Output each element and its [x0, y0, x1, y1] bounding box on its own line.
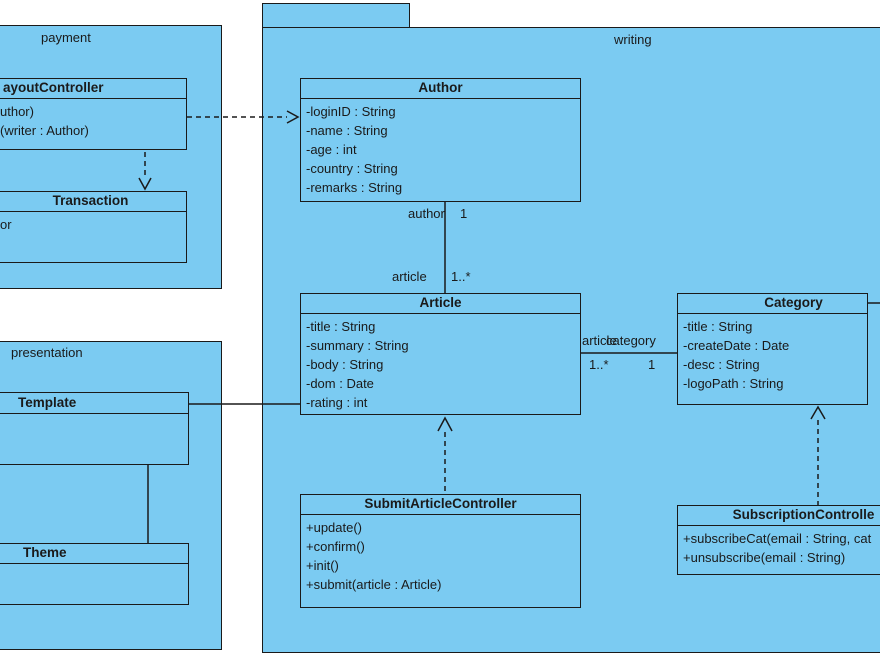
role-label-article-horizontal: article: [582, 333, 617, 348]
class-members: +subscribeCat(email : String, cat +unsubs…: [678, 526, 880, 567]
multiplicity-label-category-horizontal: 1: [648, 357, 656, 372]
class-member: -logoPath : String: [683, 376, 784, 391]
class-member: -summary : String: [306, 338, 409, 353]
dependency-payout-to-author-arrowhead-icon: [286, 110, 300, 124]
class-member: -desc : String: [683, 357, 760, 372]
package-presentation-label: presentation: [11, 345, 83, 360]
class-title: ayoutController: [0, 79, 186, 99]
class-member: -body : String: [306, 357, 384, 372]
class-member: uthor): [0, 104, 34, 119]
class-members: -title : String -summary : String -body : …: [301, 314, 580, 412]
class-article[interactable]: Article -title : String -summary : String…: [300, 293, 581, 415]
role-label-category-horizontal: category: [606, 333, 656, 348]
class-theme[interactable]: Theme: [0, 543, 189, 605]
class-member: -age : int: [306, 142, 357, 157]
class-title: Article: [301, 294, 580, 314]
class-submit-article-controller[interactable]: SubmitArticleController +update() +confir…: [300, 494, 581, 608]
class-member: -name : String: [306, 123, 388, 138]
multiplicity-label-author: 1: [460, 206, 468, 221]
class-title: SubmitArticleController: [301, 495, 580, 515]
dependency-submit-to-article-arrowhead-icon: [437, 416, 453, 432]
class-member: -rating : int: [306, 395, 368, 410]
class-category[interactable]: Category -title : String -createDate : Da…: [677, 293, 868, 405]
multiplicity-label-article-horizontal: 1..*: [589, 357, 609, 372]
class-member: (writer : Author): [0, 123, 89, 138]
dependency-payout-to-transaction-arrowhead-icon: [138, 177, 152, 191]
class-title: Category: [678, 294, 867, 314]
class-member: -title : String: [683, 319, 753, 334]
package-writing-label: writing: [614, 32, 652, 47]
class-member: -country : String: [306, 161, 398, 176]
class-members: [0, 414, 188, 417]
class-member: -loginID : String: [306, 104, 396, 119]
class-member: -title : String: [306, 319, 376, 334]
package-writing-tab[interactable]: [262, 3, 410, 27]
class-title: Transaction: [0, 192, 186, 212]
class-template[interactable]: Template: [0, 392, 189, 465]
class-members: uthor) (writer : Author): [0, 99, 186, 140]
multiplicity-label-article-vertical: 1..*: [451, 269, 471, 284]
class-member: -createDate : Date: [683, 338, 790, 353]
class-members: or: [0, 212, 186, 234]
package-payment-label: payment: [41, 30, 91, 45]
role-label-article-vertical: article: [392, 269, 427, 284]
class-members: +update() +confirm() +init() +submit(articl…: [301, 515, 580, 594]
class-title: Template: [0, 393, 188, 414]
class-author[interactable]: Author -loginID : String -name : String -a…: [300, 78, 581, 202]
class-members: -loginID : String -name : String -age : in…: [301, 99, 580, 197]
class-member: +subscribeCat(email : String, cat: [683, 531, 872, 546]
class-member: or: [0, 217, 12, 232]
class-member: +submit(article : Article): [306, 577, 442, 592]
class-member: -dom : Date: [306, 376, 374, 391]
class-member: +init(): [306, 558, 339, 573]
class-member: +update(): [306, 520, 363, 535]
class-members: -title : String -createDate : Date -desc :…: [678, 314, 867, 393]
role-label-author: author: [408, 206, 445, 221]
class-subscription-controller[interactable]: SubscriptionControlle +subscribeCat(emai…: [677, 505, 880, 575]
class-payout-controller[interactable]: ayoutController uthor) (writer : Author): [0, 78, 187, 150]
class-member: +unsubscribe(email : String): [683, 550, 846, 565]
class-transaction[interactable]: Transaction or: [0, 191, 187, 263]
dependency-subscription-to-category-arrowhead-icon: [810, 405, 826, 420]
class-title: Author: [301, 79, 580, 99]
class-member: +confirm(): [306, 539, 365, 554]
class-title: SubscriptionControlle: [678, 506, 880, 526]
class-member: -remarks : String: [306, 180, 403, 195]
class-title: Theme: [0, 544, 188, 564]
class-members: [0, 564, 188, 567]
